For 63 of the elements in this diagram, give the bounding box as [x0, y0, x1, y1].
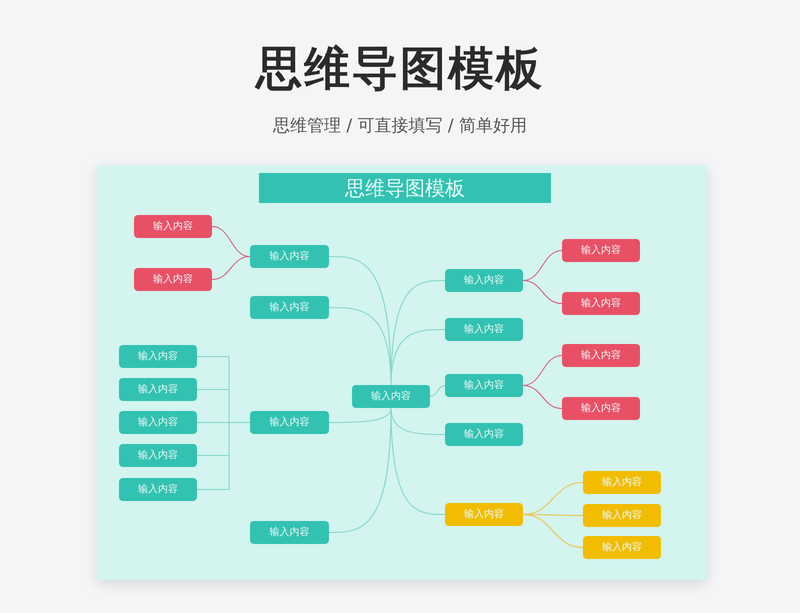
connector-line [522, 514, 584, 548]
connector-line [390, 408, 446, 515]
topic-node [119, 345, 197, 368]
topic-node [250, 411, 329, 434]
topic-text: 输入内容 [602, 510, 642, 522]
topic-text: 输入内容 [153, 274, 193, 286]
banner-title: 思维导图模板 [345, 176, 465, 200]
topic-node [119, 478, 197, 501]
topic-text: 输入内容 [270, 250, 310, 262]
connector-line [212, 256, 250, 280]
connector-line [430, 385, 446, 397]
topic-text: 输入内容 [138, 350, 178, 362]
topic-node [445, 374, 523, 397]
topic-text: 输入内容 [464, 380, 504, 392]
topic-node [352, 385, 430, 408]
topic-text: 输入内容 [464, 274, 504, 286]
topic-text: 输入内容 [581, 350, 621, 362]
connector-line [212, 226, 250, 257]
topic-node [562, 397, 640, 420]
page-title: 思维导图模板 [256, 40, 544, 97]
topic-node [445, 423, 523, 446]
topic-node [119, 444, 197, 467]
topic-node [445, 318, 523, 341]
subtitle: 思维管理 / 可直接填写 / 简单好用 [272, 115, 528, 137]
topic-node [250, 245, 329, 268]
topic-node [583, 471, 661, 494]
topic-node [562, 239, 640, 262]
topic-node [134, 268, 212, 291]
topic-node [250, 296, 329, 319]
topic-text: 输入内容 [581, 402, 621, 414]
title-banner [259, 173, 551, 203]
connector-line [522, 385, 562, 409]
topic-text: 输入内容 [138, 484, 178, 496]
topic-node [119, 411, 197, 434]
topic-node [445, 503, 523, 526]
topic-node [119, 378, 197, 401]
topic-text: 输入内容 [464, 508, 504, 520]
topic-text: 输入内容 [602, 542, 642, 554]
topic-node [445, 269, 523, 292]
connector-line [522, 280, 562, 304]
topic-text: 输入内容 [138, 384, 178, 396]
topic-node [562, 292, 640, 315]
topic-text: 输入内容 [464, 428, 504, 440]
topic-node [250, 521, 329, 544]
topic-text: 输入内容 [581, 244, 621, 256]
topic-text: 输入内容 [138, 450, 178, 462]
topic-text: 输入内容 [602, 476, 642, 488]
connector-line [196, 422, 250, 490]
topic-node [583, 504, 661, 527]
connector-line [522, 250, 562, 281]
topic-node [562, 344, 640, 367]
topic-text: 输入内容 [270, 416, 310, 428]
topic-text: 输入内容 [270, 526, 310, 538]
connector-line [390, 329, 446, 386]
topic-text: 输入内容 [138, 416, 178, 428]
topic-text: 输入内容 [371, 390, 411, 402]
topic-text: 输入内容 [581, 298, 621, 310]
topic-node [134, 215, 212, 238]
topic-text: 输入内容 [464, 324, 504, 336]
topic-text: 输入内容 [153, 220, 193, 232]
topic-node [583, 536, 661, 559]
topic-text: 输入内容 [270, 302, 310, 314]
connector-line [328, 408, 392, 423]
